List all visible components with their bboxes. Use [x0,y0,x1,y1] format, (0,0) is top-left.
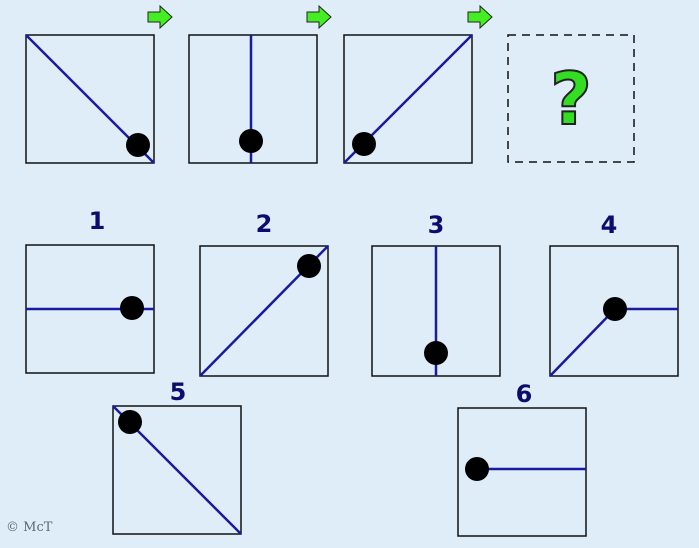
dot-marker [603,297,627,321]
option-label-3: 3 [427,211,445,239]
option-label-2: 2 [255,210,273,238]
dot-marker [424,341,448,365]
copyright-text: © McT [6,520,53,535]
dot-marker [126,133,150,157]
option-5[interactable] [112,405,242,535]
sequence-box-1 [25,34,155,164]
option-4[interactable] [549,245,679,377]
question-mark-icon: ? [550,57,592,141]
option-2[interactable] [199,245,329,377]
option-3[interactable] [371,245,501,377]
arrow-right-icon [147,4,173,30]
arrow-right-icon [306,4,332,30]
sequence-box-3 [343,34,473,164]
dot-marker [352,132,376,156]
option-label-4: 4 [600,211,618,239]
option-label-1: 1 [88,207,106,235]
sequence-box-2 [188,34,318,164]
dot-marker [297,254,321,278]
arrow-right-icon [467,4,493,30]
option-label-6: 6 [515,380,533,408]
option-1[interactable] [25,244,155,374]
answer-placeholder-box: ? [507,34,635,163]
dot-marker [118,410,142,434]
option-label-5: 5 [169,378,187,406]
dot-marker [120,296,144,320]
dot-marker [465,457,489,481]
dot-marker [239,129,263,153]
option-6[interactable] [457,407,587,537]
